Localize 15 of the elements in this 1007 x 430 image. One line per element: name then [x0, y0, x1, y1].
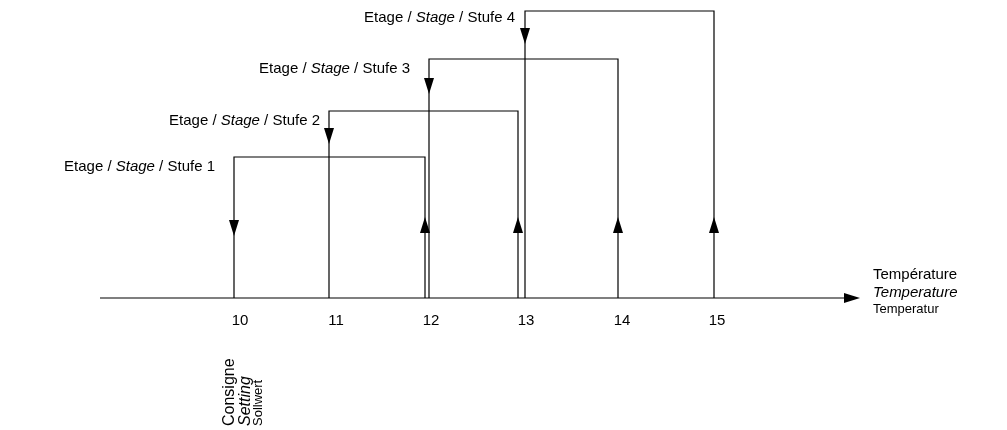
tick-label: 15: [708, 312, 726, 327]
stage-label: Etage / Stage / Stufe 1: [64, 158, 215, 173]
stage-label: Etage / Stage / Stufe 3: [259, 60, 410, 75]
axis-title: Temperature: [873, 284, 958, 299]
stage-label: Etage / Stage / Stufe 2: [169, 112, 320, 127]
tick-label: 13: [517, 312, 535, 327]
tick-label: 12: [422, 312, 440, 327]
tick-label: 10: [231, 312, 249, 327]
axis-title: Température: [873, 266, 958, 281]
tick-label: 11: [328, 312, 344, 327]
axis-title: Temperatur: [873, 302, 939, 315]
setpoint-label: Setting: [237, 376, 253, 426]
stage-label: Etage / Stage / Stufe 4: [364, 9, 515, 24]
tick-label: 14: [613, 312, 631, 327]
setpoint-label: Consigne: [221, 358, 237, 426]
